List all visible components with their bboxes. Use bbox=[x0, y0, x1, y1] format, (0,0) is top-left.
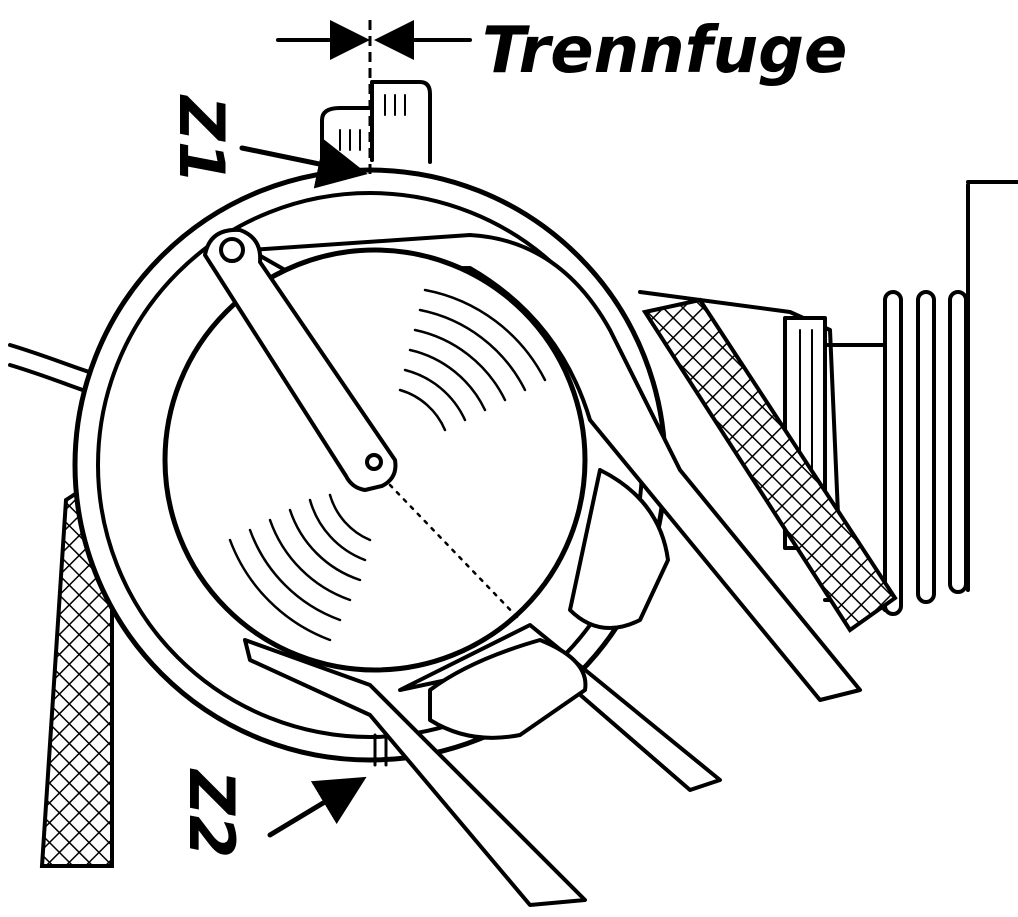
trennfuge-label: Trennfuge bbox=[482, 14, 847, 88]
z1-label: Z1 bbox=[165, 94, 238, 184]
swing-arm bbox=[203, 227, 398, 492]
disc-shading bbox=[228, 288, 547, 642]
cooling-fins bbox=[883, 180, 1018, 616]
z1-arrow bbox=[239, 139, 368, 189]
top-tabs bbox=[320, 80, 432, 164]
z2-arrow bbox=[267, 776, 367, 838]
z2-label: Z2 bbox=[175, 768, 248, 858]
separation-line-bottom bbox=[373, 733, 388, 767]
belt-right bbox=[641, 297, 898, 633]
pads bbox=[428, 468, 670, 740]
